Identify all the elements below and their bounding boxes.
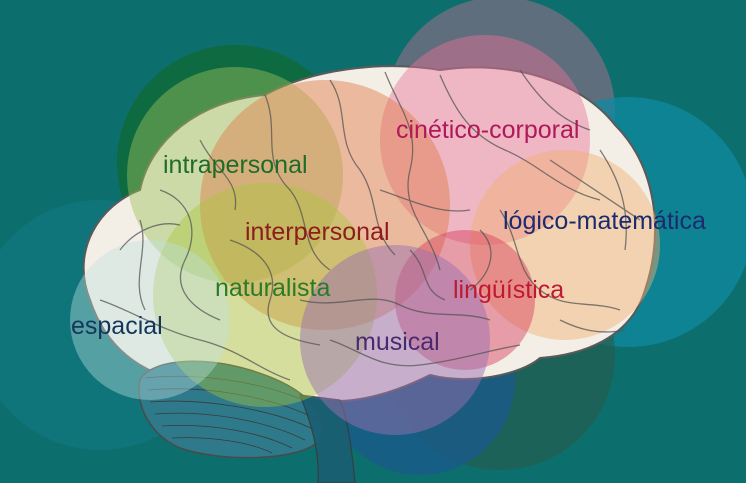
intrapersonal-region: [127, 67, 343, 283]
interpersonal-label: interpersonal: [245, 218, 390, 246]
brain-folds: [99, 69, 641, 381]
intrapersonal-label: intrapersonal: [163, 151, 308, 179]
musical-label: musical: [355, 328, 440, 356]
logico-matematica-label: lógico-matemática: [503, 207, 706, 235]
cinetico-corporal-label: cinético-corporal: [396, 116, 580, 144]
logico-matematica-region: [470, 150, 660, 340]
naturalista-label: naturalista: [215, 274, 331, 302]
musical-region: [300, 245, 490, 435]
cinetico-corporal-region: [380, 35, 590, 245]
espacial-region: [70, 240, 230, 400]
espacial-label: espacial: [71, 312, 163, 340]
linguistica-label: lingüística: [453, 276, 565, 304]
